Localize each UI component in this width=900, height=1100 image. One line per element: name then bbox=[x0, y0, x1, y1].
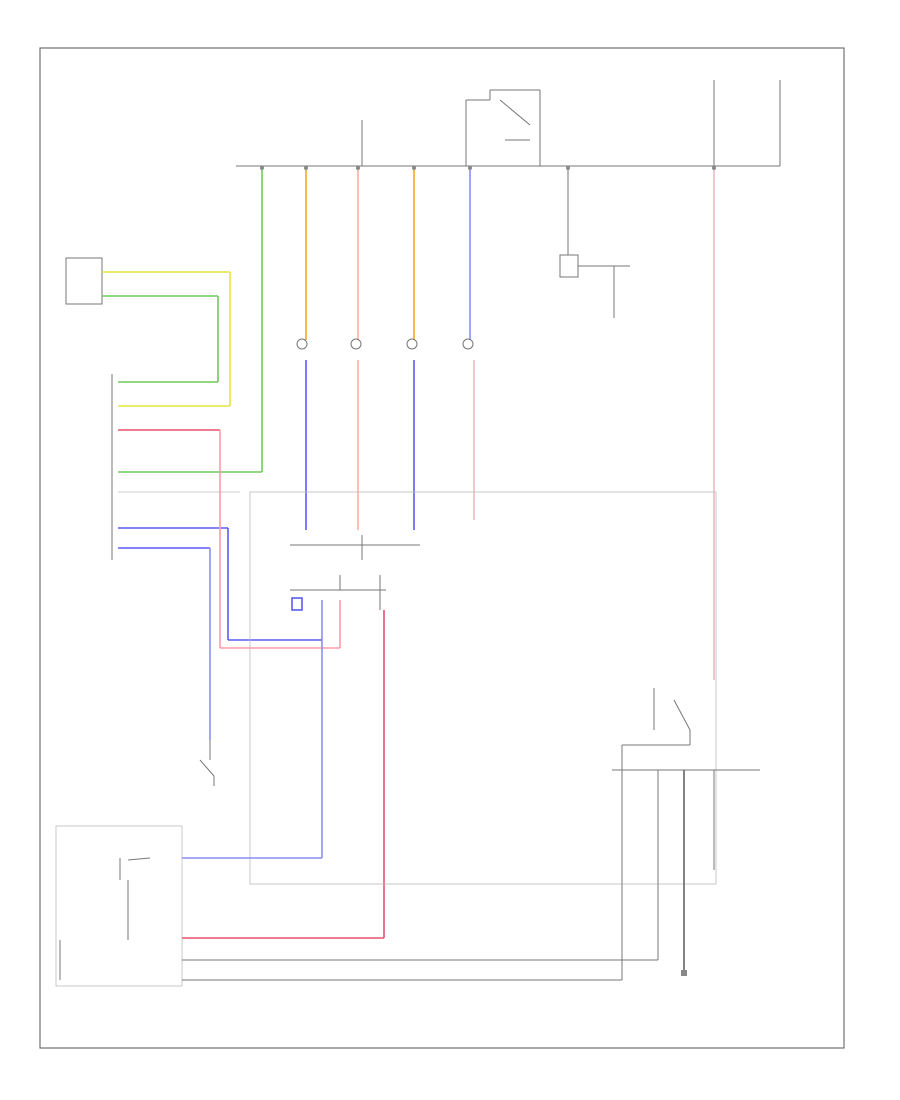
bottom-switch-box bbox=[55, 825, 183, 987]
small-switch-right bbox=[559, 254, 630, 318]
component-outline bbox=[249, 491, 717, 885]
lamp-center-right bbox=[406, 338, 418, 350]
lamp-right bbox=[462, 338, 474, 350]
sensor-box bbox=[65, 257, 230, 305]
small-switch-left bbox=[199, 740, 215, 786]
lamp-left bbox=[296, 338, 308, 350]
lamp-center-left bbox=[350, 338, 362, 350]
right-ground-marker bbox=[681, 970, 687, 976]
bottom-switch bbox=[119, 857, 151, 940]
control-module bbox=[111, 374, 262, 560]
right-switch bbox=[612, 688, 760, 771]
center-switch bbox=[290, 575, 386, 611]
relay-box bbox=[465, 89, 541, 166]
diagram-border bbox=[39, 47, 845, 1049]
top-connector-pins bbox=[260, 166, 716, 170]
